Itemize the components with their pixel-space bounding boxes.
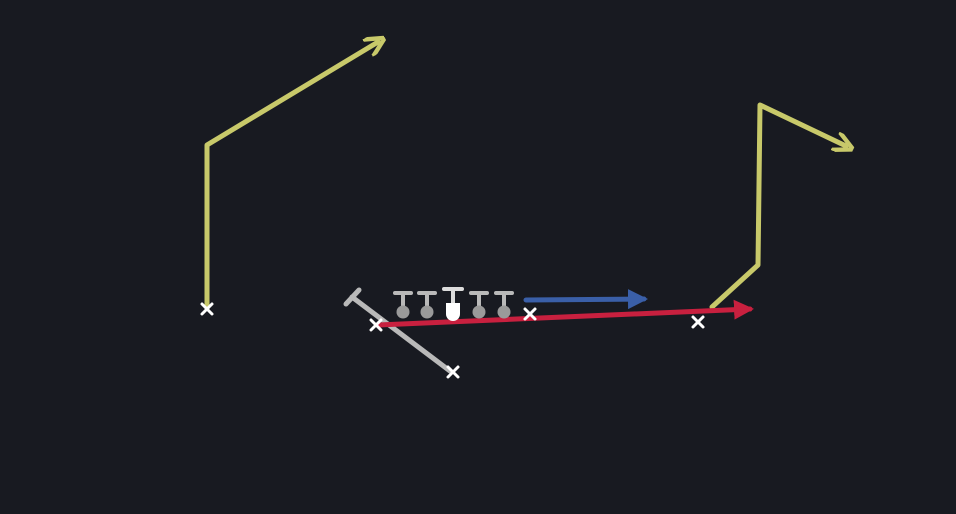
lineman-3 <box>469 291 489 319</box>
right-wr-route <box>709 102 846 310</box>
player-left-wide-receiver <box>200 302 214 316</box>
lineman-2 <box>417 291 437 319</box>
player-tight-end <box>523 307 537 321</box>
rb-block-route <box>343 287 453 374</box>
lineman-1 <box>393 291 413 319</box>
offensive-line <box>393 287 514 321</box>
left-wr-route <box>204 42 378 311</box>
player-motion <box>369 318 383 332</box>
center <box>442 287 464 321</box>
lineman-4 <box>494 291 514 319</box>
player-running-back <box>446 365 460 379</box>
te-route <box>523 289 648 310</box>
motion-route <box>375 299 754 328</box>
player-right-receiver <box>691 315 705 329</box>
